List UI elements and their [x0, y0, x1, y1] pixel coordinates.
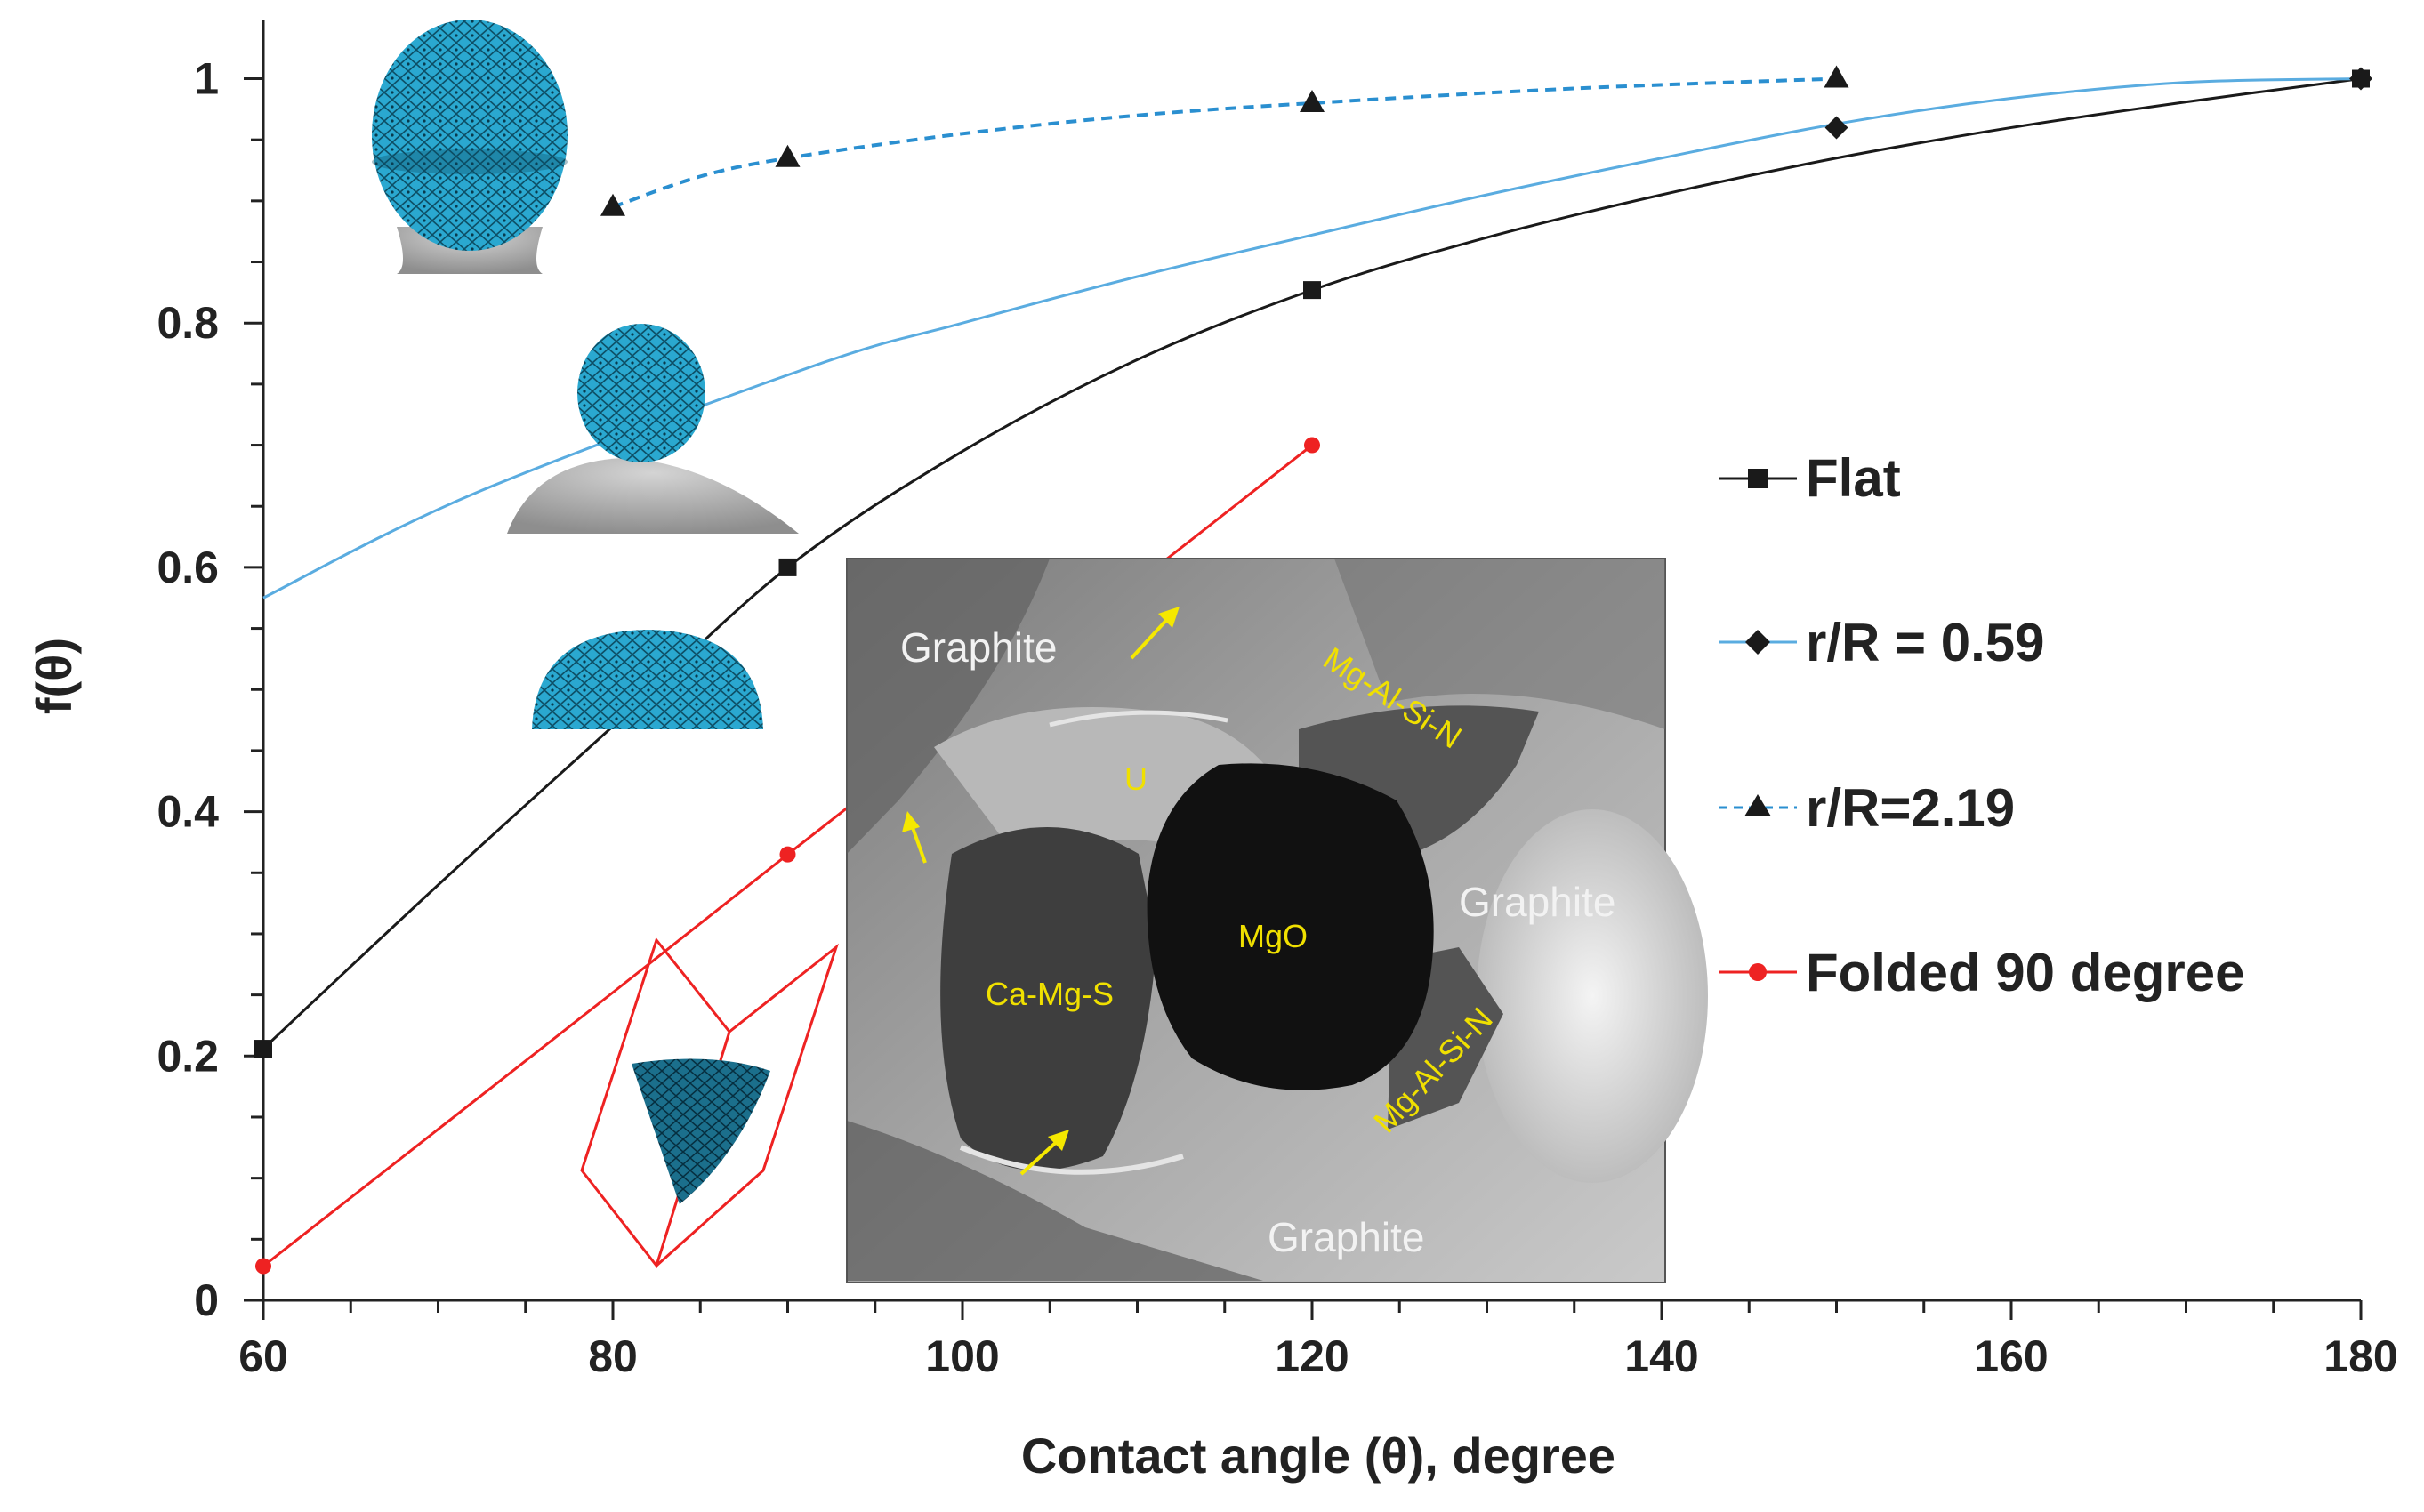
series-markers — [254, 65, 2372, 1275]
inset-tall-nucleus — [372, 20, 568, 274]
legend-item-flat: Flat — [1719, 448, 1901, 508]
inset-cap-nucleus — [532, 630, 763, 729]
legend-label-r059: r/R = 0.59 — [1806, 613, 2045, 672]
x-tick-label: 100 — [925, 1331, 999, 1381]
series-line-flat — [262, 77, 2362, 1050]
legend-label-folded: Folded 90 degree — [1806, 943, 2244, 1002]
y-tick-label: 0.6 — [157, 543, 219, 592]
data-point-folded — [779, 846, 796, 863]
micro-label-ca-mg-s: Ca-Mg-S — [986, 976, 1114, 1012]
micro-label-graphite-right: Graphite — [1459, 879, 1615, 925]
x-axis-title: Contact angle (θ), degree — [1021, 1428, 1615, 1484]
legend-item-folded: Folded 90 degree — [1719, 943, 2244, 1002]
series-line-r219 — [612, 76, 1837, 209]
data-point-folded — [1304, 437, 1320, 454]
micro-arrow-left — [902, 811, 927, 864]
data-point-r219 — [1300, 89, 1325, 112]
data-point-flat — [254, 1040, 272, 1058]
micro-label-graphite-top-left: Graphite — [900, 624, 1057, 671]
data-point-r059 — [2349, 67, 2372, 91]
legend-item-r219: r/R=2.19 — [1719, 778, 2015, 838]
legend-item-r059: r/R = 0.59 — [1719, 613, 2045, 672]
y-axis-title: f(θ) — [26, 638, 82, 714]
micro-label-mgo: MgO — [1238, 918, 1308, 954]
micro-label-graphite-bottom: Graphite — [1268, 1214, 1424, 1260]
x-tick-label: 140 — [1624, 1331, 1698, 1381]
y-tick-label: 0.8 — [157, 298, 219, 348]
x-tick-label: 60 — [238, 1331, 288, 1381]
data-point-r219 — [775, 144, 801, 167]
data-point-flat — [778, 558, 797, 576]
micro-arrow-top — [1130, 607, 1180, 660]
y-tick-label: 0.4 — [157, 787, 219, 837]
micro-arrow-bottom — [1019, 1130, 1069, 1176]
data-point-r219 — [1824, 65, 1849, 88]
x-tick-label: 180 — [2323, 1331, 2397, 1381]
legend-label-r219: r/R=2.19 — [1806, 778, 2015, 838]
inset-folded-substrate — [580, 937, 839, 1269]
micrograph-inset: Graphite Graphite Graphite U MgO Ca-Mg-S… — [846, 558, 1708, 1283]
micro-label-u: U — [1124, 760, 1148, 797]
x-tick-label: 160 — [1974, 1331, 2048, 1381]
x-tick-label: 120 — [1275, 1331, 1349, 1381]
legend-label-flat: Flat — [1806, 448, 1901, 508]
data-point-r219 — [600, 193, 625, 216]
data-point-flat — [1303, 281, 1321, 300]
y-tick-label: 0 — [194, 1275, 219, 1325]
x-tick-label: 80 — [588, 1331, 638, 1381]
data-point-r059 — [1824, 116, 1848, 140]
y-tick-label: 0.2 — [157, 1031, 219, 1081]
inset-mid-nucleus — [507, 324, 799, 534]
data-point-folded — [255, 1258, 271, 1275]
legend: Flat r/R = 0.59 r/R=2.19 Folded 90 degre… — [1719, 448, 2244, 1002]
axes: 60 80 100 120 140 160 180 0 0.2 0.4 0.6 0.8 1 — [157, 20, 2398, 1381]
y-tick-label: 1 — [194, 54, 219, 104]
